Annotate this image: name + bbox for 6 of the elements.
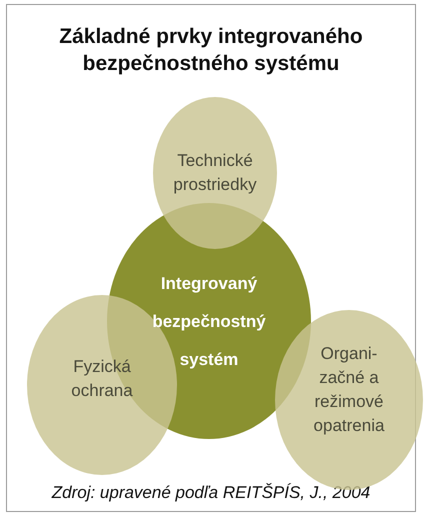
circle-label: Technické prostriedky — [172, 150, 258, 196]
circle-label: Organi-začné a režimové opatrenia — [312, 343, 386, 437]
circle-label: Fyzická ochrana — [70, 356, 134, 402]
circle-label: Integrovaný bezpečnostný systém — [151, 273, 267, 371]
source-caption: Zdroj: upravené podľa REITŠPÍS, J., 2004 — [50, 483, 372, 503]
diagram-title: Základné prvky integrovaného bezpečnostného systému — [58, 24, 364, 77]
